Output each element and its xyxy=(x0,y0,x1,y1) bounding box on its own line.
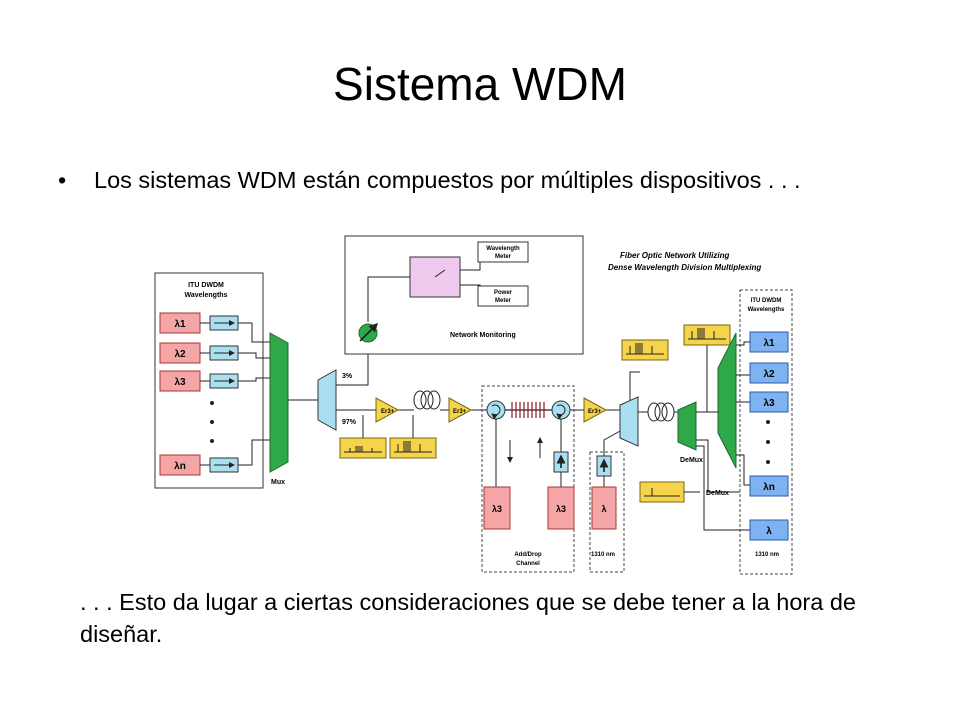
laser-1310-label: λ xyxy=(601,504,606,514)
input-laser-3: λ3 xyxy=(159,370,239,392)
output-receiver-1: λ1 xyxy=(749,331,789,353)
spectrum-box-3 xyxy=(621,339,669,361)
add-drop-label-2: Channel xyxy=(516,561,540,567)
laser-1310 xyxy=(591,486,617,530)
output-receiver-1-label: λ1 xyxy=(763,338,775,349)
input-laser-n-label: λn xyxy=(174,461,186,472)
bullet-text: Los sistemas WDM están compuestos por mú… xyxy=(94,167,801,193)
mux-label: Mux xyxy=(271,479,285,486)
output-receiver-1310: λ xyxy=(749,519,789,541)
label-1310-right: 1310 nm xyxy=(755,552,779,558)
wavelength-meter-label-2: Meter xyxy=(495,254,512,260)
itu-output-label-2: Wavelengths xyxy=(748,307,785,313)
output-receiver-1310-label: λ xyxy=(766,526,772,537)
input-laser-2-label: λ2 xyxy=(174,349,186,360)
output-receiver-3-label: λ3 xyxy=(763,398,775,409)
label-1310-middle: 1310 nm xyxy=(591,552,615,558)
mux-input-lines xyxy=(238,322,270,466)
network-monitoring-label: Network Monitoring xyxy=(450,332,516,339)
tap-3-label: 3% xyxy=(342,373,353,380)
amplifier-1-label: Er3+ xyxy=(381,409,395,415)
output-receiver-2-label: λ2 xyxy=(763,369,775,380)
fiber-bragg-grating xyxy=(505,402,552,418)
spectrum-box-2 xyxy=(389,437,437,459)
amplifier-2-label: Er3+ xyxy=(453,409,467,415)
itu-input-label-1: ITU DWDM xyxy=(188,282,224,289)
tap-97-label: 97% xyxy=(342,419,357,426)
input-laser-3-label: λ3 xyxy=(174,377,186,388)
wavelength-meter xyxy=(477,241,529,263)
output-ellipsis xyxy=(766,420,770,464)
input-laser-1: λ1 xyxy=(159,312,239,334)
circulator-2-icon xyxy=(551,400,571,420)
outro-text: . . . Esto da lugar a ciertas considerac… xyxy=(80,589,856,647)
box-1310-middle xyxy=(589,451,625,573)
output-receiver-2: λ2 xyxy=(749,362,789,384)
spectrum-box-4 xyxy=(683,324,731,346)
fiber-spool-1 xyxy=(413,390,441,410)
amplifier-3 xyxy=(583,397,608,423)
add-drop-box xyxy=(481,385,575,573)
power-meter xyxy=(477,285,529,307)
itu-output-box xyxy=(739,289,793,575)
slide-title: Sistema WDM xyxy=(333,58,627,110)
diagram-title-2: Dense Wavelength Division Multiplexing xyxy=(608,263,761,272)
spectrum-box-5 xyxy=(639,481,685,503)
network-monitoring-box xyxy=(344,235,584,355)
itu-output-label-1: ITU DWDM xyxy=(751,298,782,304)
diagram-title-1: Fiber Optic Network Utilizing xyxy=(620,251,729,260)
amplifier-1 xyxy=(375,397,400,423)
itu-input-label-2: Wavelengths xyxy=(185,292,228,299)
input-ellipsis xyxy=(210,401,214,443)
spectrum-box-1 xyxy=(339,437,387,459)
bullet-dot-icon: • xyxy=(58,167,67,193)
power-meter-label-2: Meter xyxy=(495,298,512,304)
demux-large xyxy=(717,332,737,469)
demux-2-label: DeMux xyxy=(706,490,729,497)
wdm-coupler xyxy=(619,396,639,447)
mux xyxy=(269,332,289,473)
add-drop-label-1: Add/Drop xyxy=(514,552,542,558)
output-receiver-n: λn xyxy=(749,475,789,497)
circulator-1-icon xyxy=(486,400,506,420)
output-receiver-3: λ3 xyxy=(749,391,789,413)
amplifier-2 xyxy=(448,397,473,423)
add-laser-label: λ3 xyxy=(556,504,566,514)
power-meter-label-1: Power xyxy=(494,290,513,296)
wavelength-meter-label-1: Wavelength xyxy=(486,246,520,252)
input-laser-2: λ2 xyxy=(159,342,239,364)
tap-coupler xyxy=(317,369,337,431)
drop-receiver-label: λ3 xyxy=(492,504,502,514)
add-laser xyxy=(547,486,575,530)
output-lines xyxy=(736,341,750,486)
input-laser-1-label: λ1 xyxy=(174,319,186,330)
demux-small-label: DeMux xyxy=(680,457,703,464)
amplifier-3-label: Er3+ xyxy=(588,409,602,415)
drop-receiver xyxy=(483,486,511,530)
input-laser-n: λn xyxy=(159,454,239,476)
demux-small xyxy=(677,401,697,451)
output-receiver-n-label: λn xyxy=(763,482,775,493)
fiber-spool-2 xyxy=(638,402,678,422)
